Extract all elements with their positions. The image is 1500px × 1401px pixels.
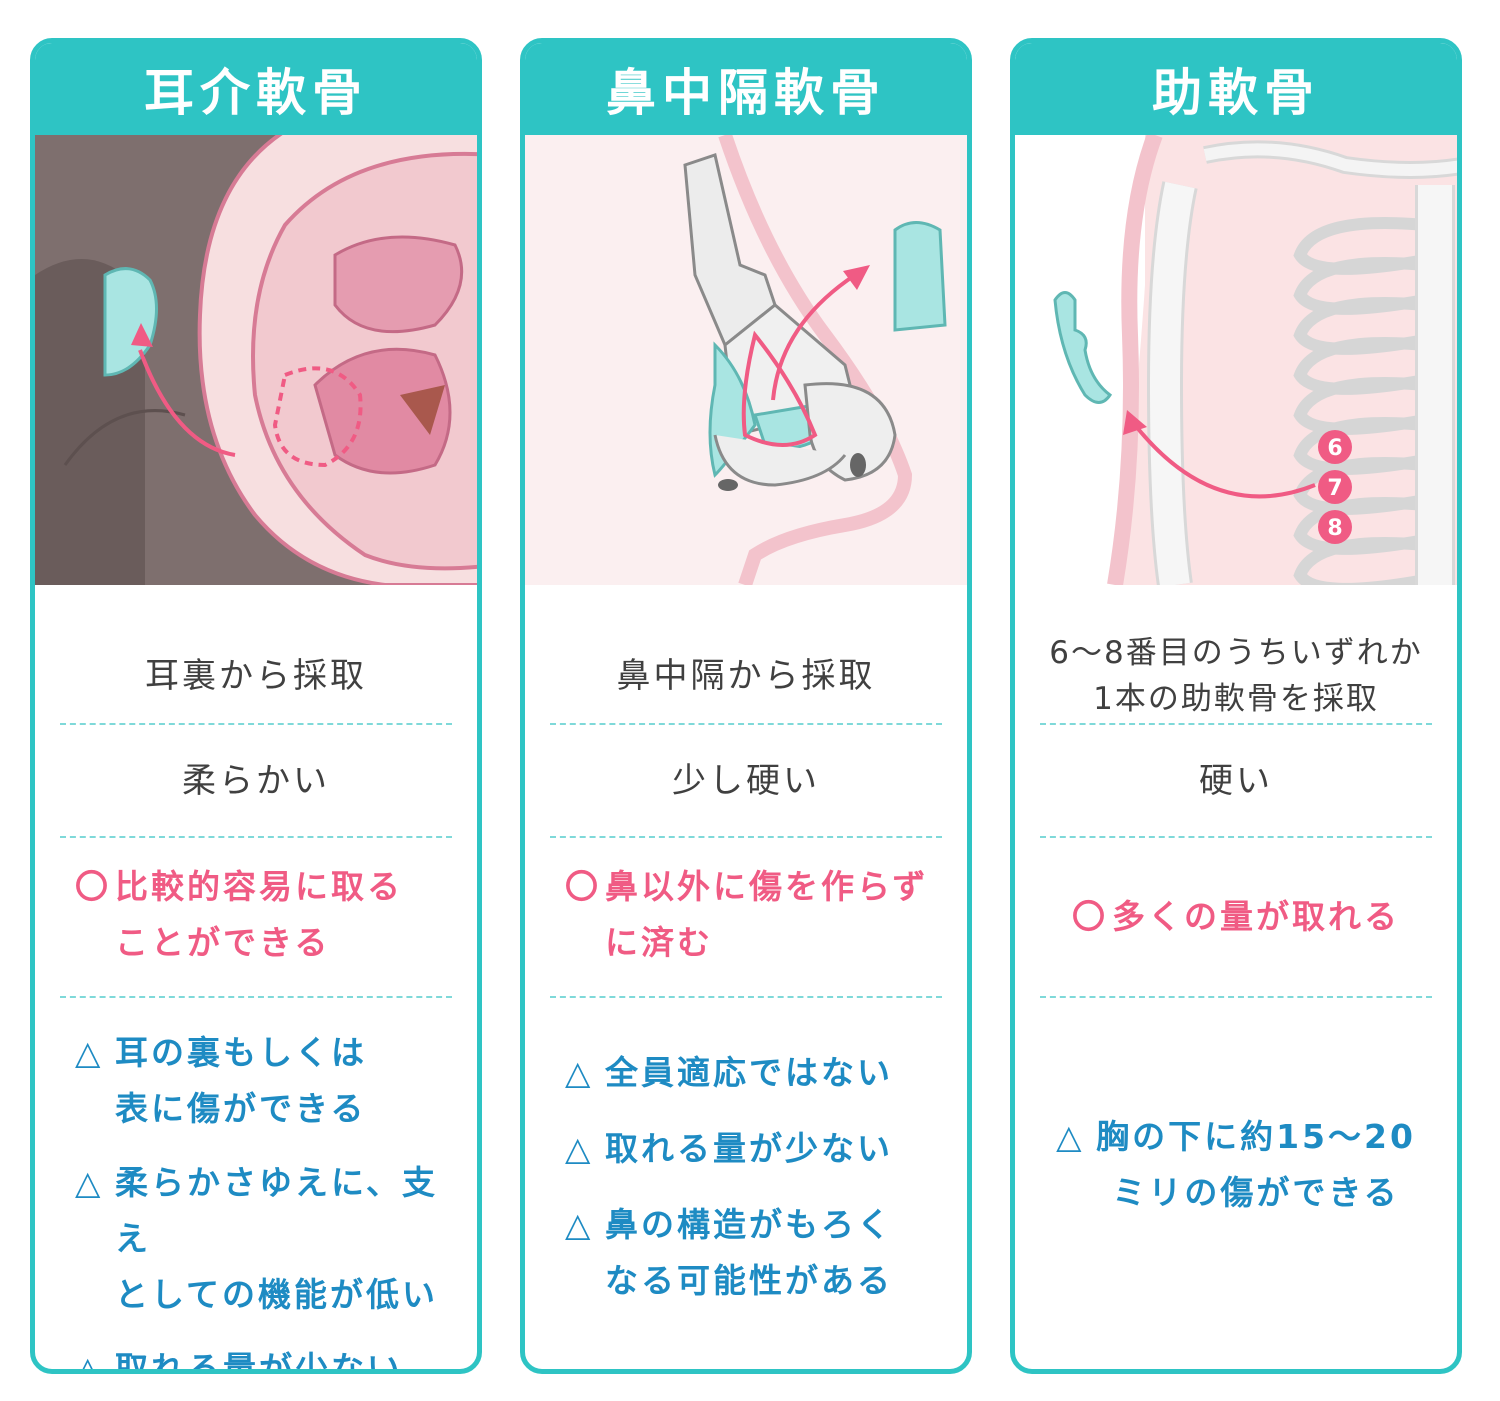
cons-line: 耳の裏もしくは xyxy=(115,1033,367,1072)
cons-line: 柔らかさゆえに、支え xyxy=(115,1163,439,1258)
source-text: 鼻中隔から採取 xyxy=(616,656,876,696)
pros-item: 〇 多くの量が取れる xyxy=(1015,838,1457,996)
divider xyxy=(550,836,942,838)
hardness-text: 少し硬い xyxy=(672,761,820,801)
ear-illustration xyxy=(35,135,477,585)
cons-line: なる可能性がある xyxy=(605,1261,893,1300)
pros-line: 比較的容易に取る xyxy=(115,867,403,906)
nose-illustration xyxy=(525,135,967,585)
card-title: 助軟骨 xyxy=(1015,43,1457,135)
pros-item: 〇 鼻以外に傷を作らずに済む xyxy=(565,859,952,971)
divider xyxy=(1040,996,1432,998)
pros-line: 鼻以外に傷を作らず xyxy=(605,867,929,906)
cons-line: 取れる量が少ない xyxy=(605,1129,893,1168)
pros-line: 多くの量が取れる xyxy=(1112,897,1400,936)
nasal-septum-cartilage-card: 鼻中隔軟骨 鼻中隔から採取 少し硬い 〇 鼻以外に傷を作らずに済む xyxy=(520,38,972,1374)
rib-bone xyxy=(1293,537,1426,585)
cons-item: △ 取れる量が少ない xyxy=(565,1121,952,1177)
rib-illustration: 6 7 8 xyxy=(1015,135,1457,585)
cons-list: △ 耳の裏もしくは表に傷ができる △ 柔らかさゆえに、支えとしての機能が低い △… xyxy=(75,1025,462,1374)
rib-cartilage-card: 助軟骨 6 7 8 6〜8番目のうちいずれか 1本の助軟骨を採取 硬い 〇 多くの量… xyxy=(1010,38,1462,1374)
cons-line: 鼻の構造がもろく xyxy=(605,1205,893,1244)
triangle-mark: △ xyxy=(565,1129,594,1168)
triangle-mark: △ xyxy=(75,1349,104,1374)
source-line: 1本の助軟骨を採取 xyxy=(1093,681,1379,717)
pros-line: ことができる xyxy=(115,923,331,962)
cons-line: 胸の下に約15〜20 xyxy=(1096,1117,1416,1156)
triangle-mark: △ xyxy=(1056,1117,1085,1156)
card-title: 鼻中隔軟骨 xyxy=(525,43,967,135)
source-text: 6〜8番目のうちいずれか 1本の助軟骨を採取 xyxy=(1015,628,1457,724)
ear-cartilage-card: 耳介軟骨 耳裏から採取 柔らかい 〇 比較的容易に取ることができる △ xyxy=(30,38,482,1374)
cons-line: 取れる量が少ない xyxy=(115,1349,403,1374)
rib-number-marker xyxy=(1318,510,1352,544)
divider xyxy=(1040,836,1432,838)
rib-number-label: 7 xyxy=(1327,476,1342,501)
cons-item: △ 胸の下に約15〜20 ミリの傷ができる xyxy=(1015,1105,1457,1225)
divider xyxy=(1040,723,1432,725)
circle-mark: 〇 xyxy=(1072,897,1108,936)
cons-list: △ 全員適応ではない △ 取れる量が少ない △ 鼻の構造がもろくなる可能性がある xyxy=(565,1045,952,1309)
divider xyxy=(60,996,452,998)
source-line: 6〜8番目のうちいずれか xyxy=(1049,635,1423,671)
pros-item: 〇 比較的容易に取ることができる xyxy=(75,859,462,971)
rib-number-marker xyxy=(1318,430,1352,464)
cons-item: △ 耳の裏もしくは表に傷ができる xyxy=(75,1025,462,1137)
divider xyxy=(60,723,452,725)
divider xyxy=(550,996,942,998)
cons-line: 表に傷ができる xyxy=(115,1089,367,1128)
divider xyxy=(60,836,452,838)
cons-line: ミリの傷ができる xyxy=(1112,1173,1400,1212)
divider xyxy=(550,723,942,725)
source-text: 耳裏から採取 xyxy=(145,656,367,696)
hardness-text: 柔らかい xyxy=(182,761,330,801)
rib-number-label: 8 xyxy=(1327,516,1342,541)
card-title: 耳介軟骨 xyxy=(35,43,477,135)
cons-item: △ 全員適応ではない xyxy=(565,1045,952,1101)
cons-line: としての機能が低い xyxy=(115,1275,439,1314)
triangle-mark: △ xyxy=(75,1033,104,1072)
cons-item: △ 柔らかさゆえに、支えとしての機能が低い xyxy=(75,1155,462,1323)
triangle-mark: △ xyxy=(565,1205,594,1244)
hardness-text: 硬い xyxy=(1199,761,1273,801)
rib-number-marker xyxy=(1318,470,1352,504)
circle-mark: 〇 xyxy=(565,867,601,906)
cons-item: △ 鼻の構造がもろくなる可能性がある xyxy=(565,1197,952,1309)
circle-mark: 〇 xyxy=(75,867,111,906)
triangle-mark: △ xyxy=(75,1163,104,1202)
cons-line: 全員適応ではない xyxy=(605,1053,893,1092)
rib-number-label: 6 xyxy=(1327,436,1342,461)
triangle-mark: △ xyxy=(565,1053,594,1092)
cons-item: △ 取れる量が少ない xyxy=(75,1341,462,1374)
pros-line: に済む xyxy=(605,923,713,962)
